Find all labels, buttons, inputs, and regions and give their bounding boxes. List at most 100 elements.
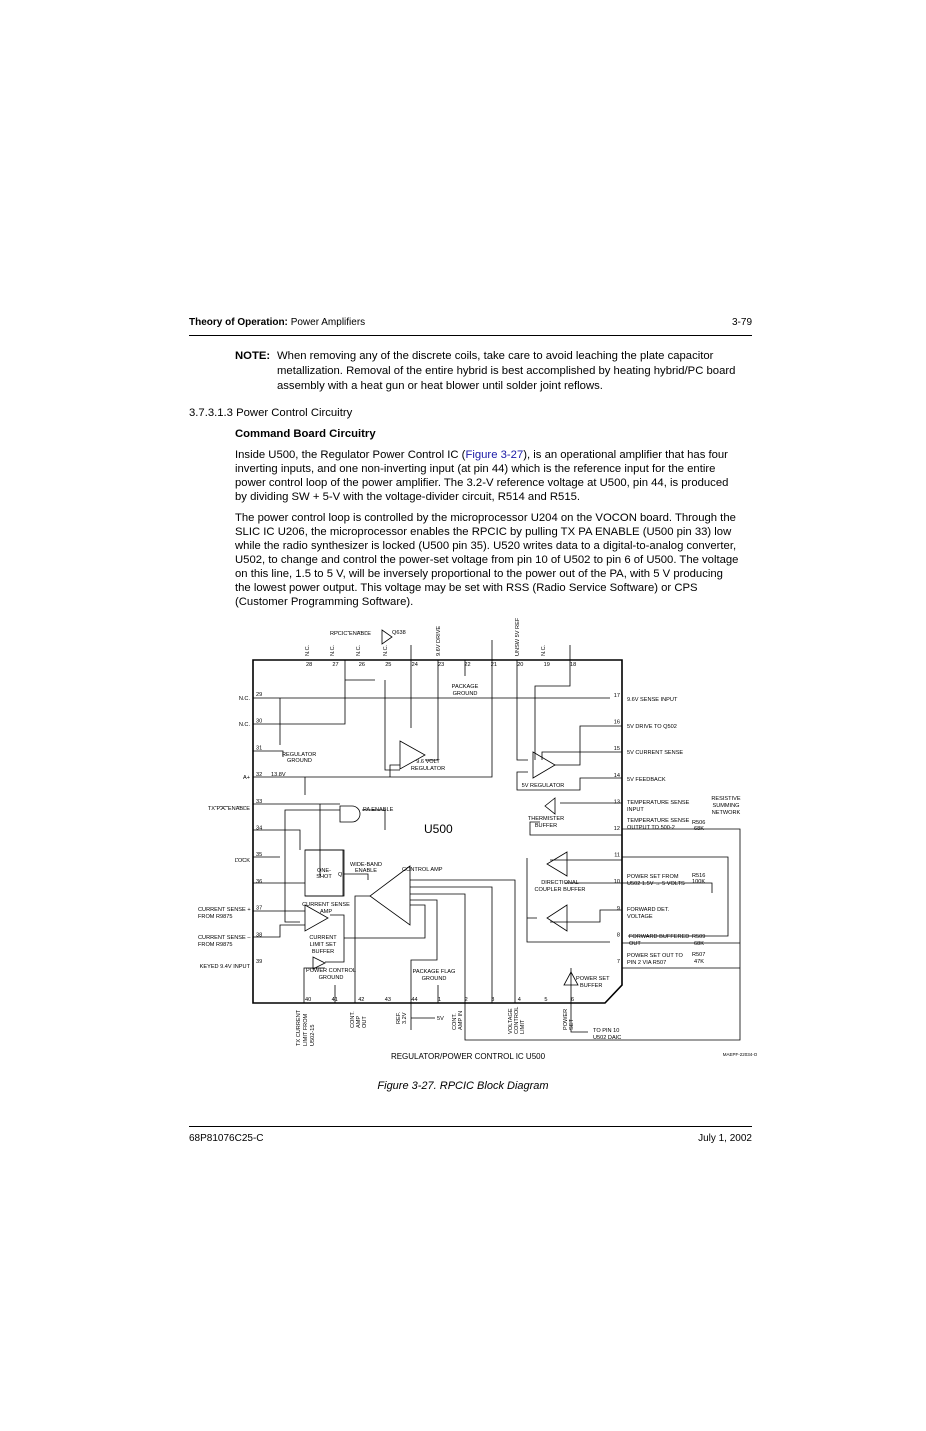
para-line: the lowest power output. This voltage ma… xyxy=(235,582,698,594)
r507-value: 47K xyxy=(694,959,704,965)
nc-label: N.C. xyxy=(330,644,336,656)
cont-amp-in-label: CONT. xyxy=(452,1013,458,1030)
pin-number: 14 xyxy=(614,773,620,779)
paragraph-2: The power control loop is controlled by … xyxy=(235,511,738,609)
voltage-label: 13.8V xyxy=(271,772,286,778)
pin-number: 21 xyxy=(491,662,497,668)
pin8-label: OUT xyxy=(629,941,641,947)
pin-number: 7 xyxy=(617,959,620,965)
cont-amp-out-label: OUT xyxy=(362,1016,368,1028)
pin-number: 43 xyxy=(385,997,391,1003)
pin-number: 33 xyxy=(256,799,262,805)
rpcic-enable-label: RPCIC ENABLE xyxy=(330,631,371,637)
power-set-buffer-label: BUFFER xyxy=(580,983,602,989)
running-header: Theory of Operation: Power Amplifiers xyxy=(189,317,365,328)
header-section: Power Amplifiers xyxy=(290,317,366,328)
directional-coupler-amp-2 xyxy=(546,904,568,932)
one-shot-label: ONE- xyxy=(317,868,331,874)
drive-label: 9.6V DRIVE xyxy=(436,626,442,656)
wideband-label: WIDE-BAND xyxy=(350,862,382,868)
pa-enable-gate xyxy=(339,805,361,823)
pin-number: 25 xyxy=(385,662,391,668)
regulator-96-label: 9.6 VOLT xyxy=(416,759,440,765)
pin10-label: U502 1.5V → 5 VOLTS xyxy=(627,881,685,887)
figure-link[interactable]: Figure 3-27 xyxy=(465,449,524,461)
summing-network-label: RESISTIVE xyxy=(711,796,740,802)
para-line: power control loop of the power amplifie… xyxy=(235,477,729,489)
u500-label: U500 xyxy=(424,822,453,836)
para-line: inverting inputs, and one non-inverting … xyxy=(235,463,716,475)
pin13-label: TEMPERATURE SENSE xyxy=(627,800,690,806)
regulator-ground-label: GROUND xyxy=(287,758,312,764)
cont-amp-out-label: CONT. xyxy=(350,1011,356,1028)
para-line: (Customer Programming Software). xyxy=(235,596,414,608)
pin-number: 28 xyxy=(306,662,312,668)
pin-number: 19 xyxy=(544,662,550,668)
voltage-control-limit-label: CONTROL xyxy=(514,1007,520,1034)
header-rule xyxy=(189,335,752,336)
voltage-control-limit-label: LIMIT xyxy=(520,1019,526,1034)
aplus-label: A+ xyxy=(243,775,250,781)
power-set-buffer xyxy=(563,971,579,986)
to-pin10-label: TO PIN 10 xyxy=(593,1028,619,1034)
subheading: Command Board Circuitry xyxy=(235,428,376,440)
keyed-input-label: KEYED 9.4V INPUT xyxy=(200,964,251,970)
para-line: on this line, 1.5 to 5 V, will be invers… xyxy=(235,568,723,580)
package-flag-ground-label: PACKAGE FLAG xyxy=(413,969,456,975)
tx-pa-enable-label: TX P.A. ENABLE xyxy=(208,806,250,812)
directional-coupler-amp-1 xyxy=(546,851,568,877)
q638-label: Q638 xyxy=(392,630,406,636)
package-ground-label: GROUND xyxy=(453,691,478,697)
doc-number: 68P81076C25-C xyxy=(189,1133,264,1144)
current-limit-label: LIMIT SET xyxy=(310,942,337,948)
current-sense-plus-label: CURRENT SENSE + xyxy=(198,907,251,913)
nc-label: N.C. xyxy=(356,644,362,656)
current-sense-minus-label: FROM R9875 xyxy=(198,942,233,948)
section-heading: 3.7.3.1.3 Power Control Circuitry xyxy=(189,407,353,419)
unsw-label: UNSW 5V REF xyxy=(515,617,521,656)
current-sense-amp-label: CURRENT SENSE xyxy=(302,902,350,908)
pin-number: 32 xyxy=(256,772,262,778)
one-shot-label: SHOT xyxy=(316,874,332,880)
pin-number: 27 xyxy=(332,662,338,668)
pin-number: 20 xyxy=(517,662,523,668)
pin-number: 30 xyxy=(256,719,262,725)
texts: RPCIC ENABLE Q638 N.C. N.C. N.C. N.C. 9.… xyxy=(198,617,758,1061)
note-text: When removing any of the discrete coils,… xyxy=(277,349,735,393)
pin-number: 44 xyxy=(411,997,417,1003)
pin-number: 15 xyxy=(614,746,620,752)
pin-number: 39 xyxy=(256,959,262,965)
pin-number: 17 xyxy=(614,693,620,699)
nc-label: N.C. xyxy=(239,696,251,702)
ref-label: REF. xyxy=(396,1011,402,1024)
regulator-5v-label: 5V REGULATOR xyxy=(522,783,565,789)
r507-label: R507 xyxy=(692,952,705,958)
pin-number: 9 xyxy=(617,906,620,912)
current-limit-buffer xyxy=(312,956,326,970)
pin9-label: VOLTAGE xyxy=(627,914,653,920)
pin-number: 24 xyxy=(412,662,418,668)
pin-number: 31 xyxy=(256,745,262,751)
note-label: NOTE: xyxy=(235,350,271,362)
regulator-9v6-opamp xyxy=(399,740,426,770)
pin16-label: 5V DRIVE TO Q502 xyxy=(627,724,677,730)
wiring xyxy=(253,640,741,1041)
nc-label: N.C. xyxy=(541,644,547,656)
pin-number: 23 xyxy=(438,662,444,668)
regulator-5v-opamp xyxy=(532,751,556,779)
note-line: metallization. Removal of the entire hyb… xyxy=(277,365,736,377)
nc-label: N.C. xyxy=(305,644,311,656)
para-line: The power control loop is controlled by … xyxy=(235,512,736,524)
r506-label: R506 xyxy=(692,820,705,826)
pin-number: 1 xyxy=(438,997,441,1003)
note-line: When removing any of the discrete coils,… xyxy=(277,350,714,362)
pin-number: 34 xyxy=(256,826,262,832)
current-sense-plus-label: FROM R9875 xyxy=(198,914,233,920)
pin-number: 6 xyxy=(571,997,574,1003)
para-text: ), is an operational amplifier that has … xyxy=(523,449,728,461)
pin-number: 42 xyxy=(358,997,364,1003)
pa-enable-label: PA ENABLE xyxy=(363,807,394,813)
pin-number: 37 xyxy=(256,906,262,912)
